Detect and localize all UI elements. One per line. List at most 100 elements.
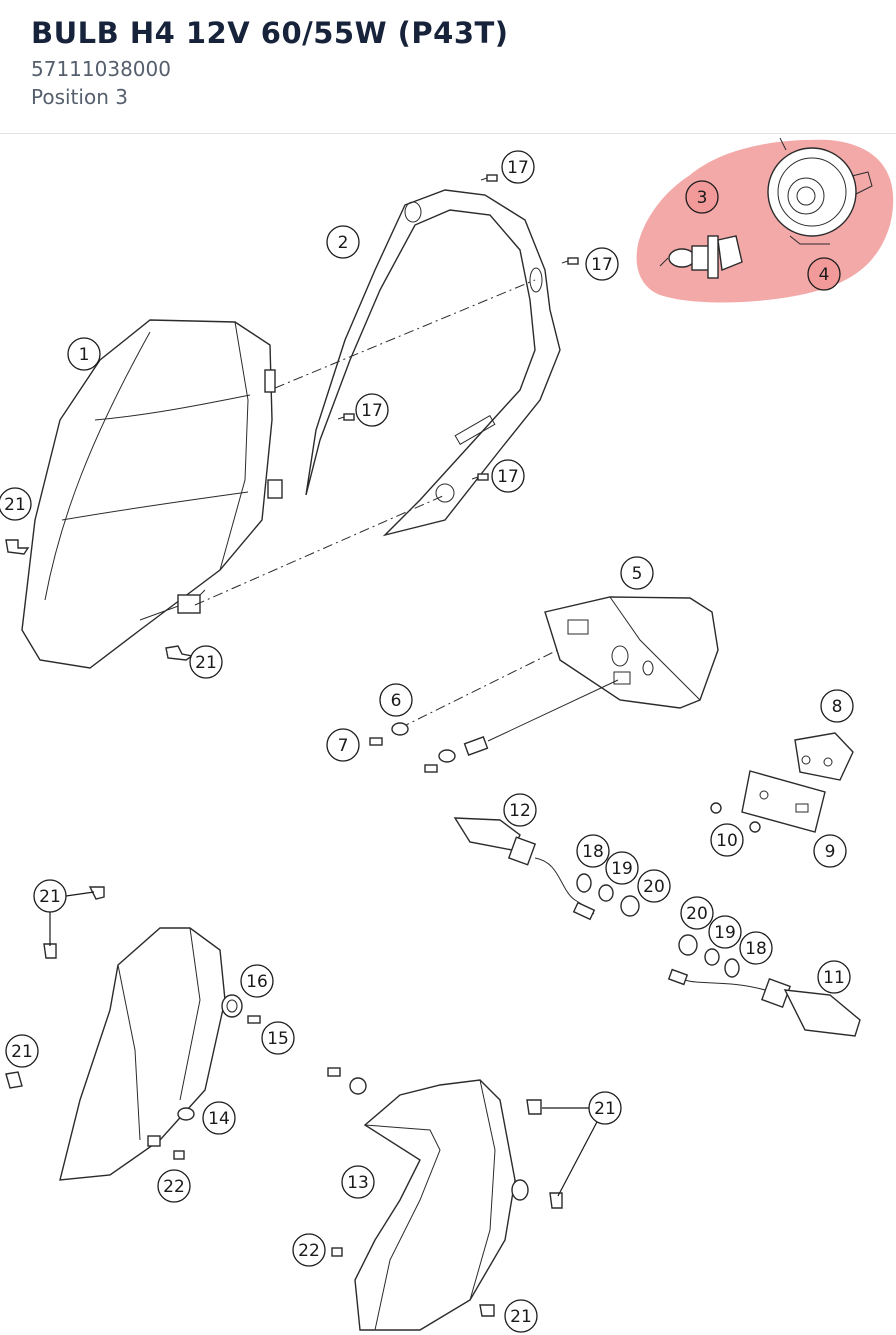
callout-22a[interactable]: 22 [157,1169,191,1203]
callout-21d[interactable]: 21 [5,1034,39,1068]
fairing-light-part-13[interactable] [327,1067,529,1331]
callout-20a[interactable]: 20 [637,869,671,903]
callout-15[interactable]: 15 [261,1021,295,1055]
callout-number: 21 [4,495,26,515]
callout-number: 12 [509,801,531,821]
lens-part-9[interactable] [741,770,826,833]
screw-part-22a[interactable] [173,1150,185,1160]
leader-21c [49,891,95,946]
screw-part-22b[interactable] [331,1247,343,1257]
clip-21c[interactable] [43,886,105,959]
callout-9[interactable]: 9 [813,834,847,868]
callout-5[interactable]: 5 [620,556,654,590]
callout-number: 11 [823,968,845,988]
page-header: BULB H4 12V 60/55W (P43T) 57111038000 Po… [0,0,896,134]
headlight-part-1[interactable] [21,319,283,669]
callout-number: 21 [11,1042,33,1062]
screw-part-7[interactable] [369,737,438,773]
callout-number: 20 [686,904,708,924]
callout-7[interactable]: 7 [326,728,360,762]
callout-number: 3 [697,188,708,208]
clip-21f[interactable] [479,1304,495,1317]
bushing-part-20a[interactable] [620,895,640,917]
leader-21e [542,1107,599,1197]
callout-1[interactable]: 1 [67,337,101,371]
washer-part-19b[interactable] [704,948,720,966]
callout-10[interactable]: 10 [710,823,744,857]
turn-signal-part-12[interactable] [453,817,596,921]
callout-21c[interactable]: 21 [33,879,67,913]
screw-part-15[interactable] [247,1015,261,1024]
washer-part-19a[interactable] [598,884,614,902]
callout-20b[interactable]: 20 [680,896,714,930]
callout-number: 21 [594,1099,616,1119]
selected-part-highlight[interactable] [636,139,894,303]
screw-17c[interactable] [337,413,355,421]
position-label: Position 3 [31,85,128,109]
connector-cable[interactable] [463,679,619,756]
callout-number: 17 [507,158,529,178]
washer-part-6[interactable] [391,722,456,763]
callout-17b[interactable]: 17 [585,247,619,281]
clip-21d[interactable] [5,1071,23,1089]
grommet-part-18b[interactable] [724,958,740,978]
callout-21a[interactable]: 21 [0,487,32,521]
callout-19b[interactable]: 19 [708,915,742,949]
callout-number: 20 [643,877,665,897]
callout-number: 8 [832,697,843,717]
clip-21e[interactable] [526,1099,563,1209]
callout-number: 16 [246,972,268,992]
callout-number: 6 [391,691,402,711]
frame-part-2[interactable] [305,189,561,537]
callout-number: 10 [716,831,738,851]
grommet-part-16[interactable] [221,994,243,1018]
callout-17d[interactable]: 17 [491,459,525,493]
page-title: BULB H4 12V 60/55W (P43T) [31,16,509,50]
clip-21b[interactable] [165,645,194,661]
callout-18b[interactable]: 18 [739,931,773,965]
callout-11[interactable]: 11 [817,960,851,994]
bushing-part-20b[interactable] [678,934,698,956]
nut-part-10[interactable] [710,802,761,833]
callout-3[interactable]: 3 [685,180,719,214]
license-light-part-8[interactable] [794,732,854,781]
callout-number: 21 [39,887,61,907]
tail-light-part-5[interactable] [544,596,719,709]
callout-21b[interactable]: 21 [189,645,223,679]
fairing-light-part-14[interactable] [59,927,226,1181]
callout-21f[interactable]: 21 [504,1299,538,1333]
callout-number: 17 [361,401,383,421]
callout-17c[interactable]: 17 [355,393,389,427]
screw-17d[interactable] [471,473,489,481]
bulb-cover-part-4[interactable] [767,137,873,245]
screw-17a[interactable] [480,174,498,182]
turn-signal-part-11[interactable] [667,968,861,1037]
callout-number: 14 [208,1109,230,1129]
callout-number: 21 [510,1307,532,1327]
callout-18a[interactable]: 18 [576,834,610,868]
callout-number: 5 [632,564,643,584]
callout-6[interactable]: 6 [379,683,413,717]
callout-14[interactable]: 14 [202,1101,236,1135]
callout-21e[interactable]: 21 [588,1091,622,1125]
screw-17b[interactable] [561,257,579,265]
callout-13[interactable]: 13 [341,1165,375,1199]
callout-22b[interactable]: 22 [292,1233,326,1267]
grommet-part-18a[interactable] [576,873,592,893]
callout-4[interactable]: 4 [807,257,841,291]
exploded-parts-diagram: 1721734117172121567812109181920212019181… [0,137,894,1333]
callout-17a[interactable]: 17 [501,150,535,184]
callout-number: 7 [338,736,349,756]
callout-number: 18 [745,939,767,959]
callout-8[interactable]: 8 [820,689,854,723]
callout-2[interactable]: 2 [326,225,360,259]
bulb-part-3[interactable] [659,235,743,279]
callout-number: 22 [163,1177,185,1197]
callout-number: 1 [79,345,90,365]
callout-16[interactable]: 16 [240,964,274,998]
callout-number: 15 [267,1029,289,1049]
callout-number: 18 [582,842,604,862]
clip-21a[interactable] [5,539,30,555]
callout-19a[interactable]: 19 [605,851,639,885]
callout-12[interactable]: 12 [503,793,537,827]
